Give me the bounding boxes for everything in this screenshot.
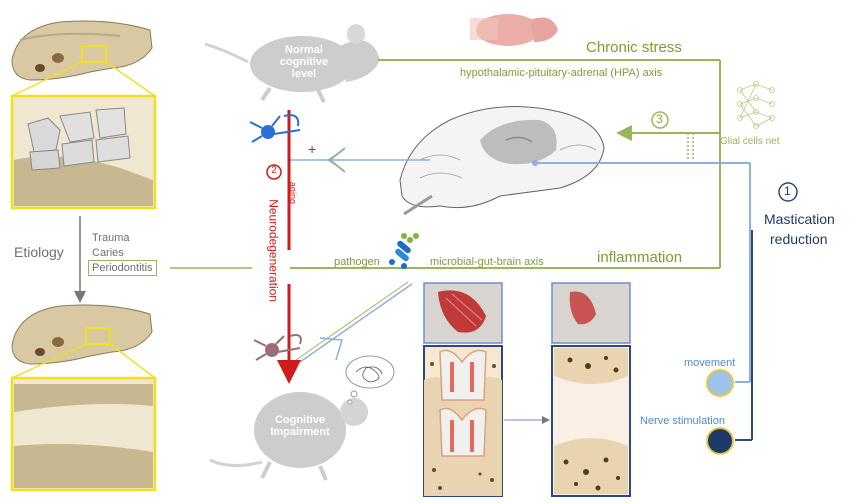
rat-icon-normal bbox=[204, 24, 380, 103]
tooth-icon-lost-zoom bbox=[10, 376, 157, 492]
chronic-stress-label: Chronic stress bbox=[586, 39, 682, 56]
step2-number: 2 bbox=[271, 165, 277, 176]
neuron-icon-healthy bbox=[249, 114, 301, 143]
rat-icon-stressed bbox=[470, 14, 558, 46]
neuron-icon-degenerated bbox=[253, 334, 302, 361]
periodontitis-label: Periodontitis bbox=[88, 260, 157, 277]
normal-line2: cognitive bbox=[279, 56, 329, 69]
step2-badge bbox=[266, 164, 282, 180]
step3-badge bbox=[651, 111, 669, 129]
skull-icon-bottom bbox=[11, 304, 153, 365]
nerve-stimulation-dot bbox=[706, 427, 734, 455]
trauma-label: Trauma bbox=[92, 232, 130, 244]
step1-badge bbox=[778, 182, 798, 202]
movement-label: movement bbox=[684, 357, 736, 369]
movement-dot bbox=[706, 369, 734, 397]
cognitive-impairment-label: Cognitive Impairment bbox=[262, 414, 338, 438]
cognitive-line2: Impairment bbox=[270, 426, 330, 439]
tooth-icon-section-edentulous bbox=[551, 345, 631, 497]
aging-label: aging bbox=[287, 181, 298, 204]
normal-cognitive-label: Normal cognitive level bbox=[268, 44, 340, 80]
etiology-label: Etiology bbox=[14, 244, 64, 260]
normal-line1: Normal bbox=[285, 44, 323, 56]
bacteria-icon bbox=[389, 233, 419, 269]
mastication-label-line2: reduction bbox=[770, 231, 828, 247]
brain-icon bbox=[399, 106, 605, 216]
cognitive-line1: Cognitive bbox=[274, 414, 326, 426]
plus-sign: + bbox=[308, 141, 317, 157]
skull-icon-top bbox=[11, 20, 153, 81]
pathogen-label: pathogen bbox=[334, 256, 380, 268]
microbial-axis-label: microbial-gut-brain axis bbox=[430, 256, 544, 268]
neurodegeneration-label: Neurodegeneration bbox=[266, 199, 281, 302]
inflammation-label: inflammation bbox=[597, 249, 683, 266]
caries-label: Caries bbox=[92, 247, 124, 259]
muscle-icon-reduced bbox=[551, 282, 631, 344]
step1-number: 1 bbox=[784, 184, 791, 198]
tooth-icon-healthy-zoom bbox=[10, 94, 157, 210]
mastication-label-line1: Mastication bbox=[764, 211, 835, 227]
step3-number: 3 bbox=[656, 112, 663, 126]
glial-cells-net-label: Glial cells net bbox=[720, 136, 780, 147]
rat-icon-impaired bbox=[209, 392, 368, 481]
normal-line3: level bbox=[291, 68, 317, 81]
hpa-axis-label: hypothalamic-pituitary-adrenal (HPA) axi… bbox=[460, 67, 663, 79]
muscle-icon-normal bbox=[423, 282, 503, 344]
neural-net-icon bbox=[737, 81, 775, 129]
tooth-icon-section-normal bbox=[423, 345, 503, 497]
nerve-stimulation-label: Nerve stimulation bbox=[640, 415, 725, 427]
thought-bubble-icon bbox=[345, 355, 395, 405]
